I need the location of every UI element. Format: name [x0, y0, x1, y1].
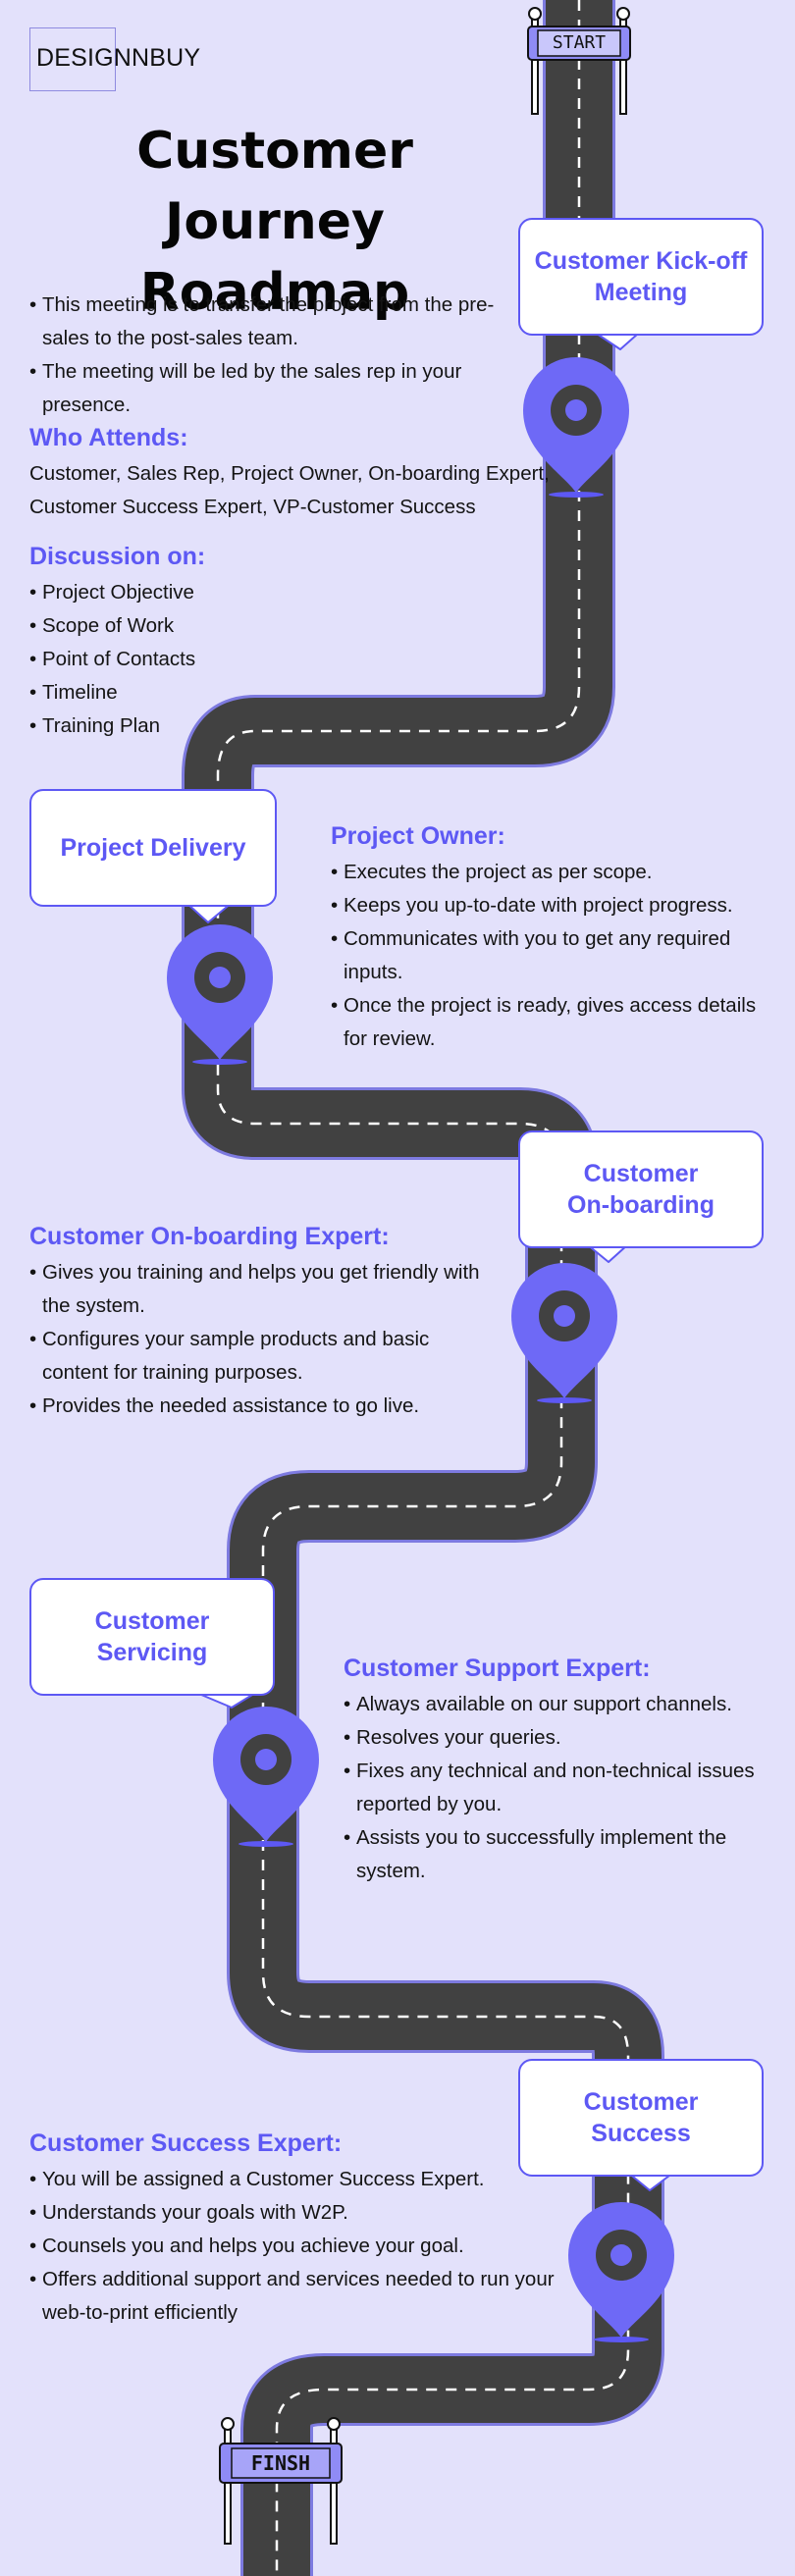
list-item: Understands your goals with W2P.	[29, 2196, 559, 2230]
support-expert-list: Always available on our support channels…	[344, 1688, 775, 1888]
project-owner-heading: Project Owner:	[331, 822, 505, 850]
map-pin-icon-2	[167, 924, 273, 1065]
stage-bubble-project-delivery: Project Delivery	[29, 789, 277, 907]
list-item: Timeline	[29, 676, 324, 710]
list-item: Provides the needed assistance to go liv…	[29, 1390, 481, 1423]
discussion-heading: Discussion on:	[29, 543, 206, 570]
brand-logo-text: DESIGNNBUY	[36, 44, 201, 72]
list-item: Scope of Work	[29, 609, 324, 643]
start-sign-label: START	[552, 32, 607, 53]
finish-sign-label: FINSH	[250, 2451, 311, 2475]
list-item: Gives you training and helps you get fri…	[29, 1256, 481, 1323]
brand-logo[interactable]: DESIGNNBUY	[29, 27, 200, 91]
list-item: This meeting is to transfer the project …	[29, 289, 530, 355]
list-item: Always available on our support channels…	[344, 1688, 775, 1721]
discussion-list: Project Objective Scope of Work Point of…	[29, 576, 324, 743]
list-item: Training Plan	[29, 710, 324, 743]
list-item: Resolves your queries.	[344, 1721, 775, 1755]
support-expert-heading: Customer Support Expert:	[344, 1655, 651, 1682]
start-sign-icon	[527, 7, 631, 115]
onboarding-expert-heading: Customer On-boarding Expert:	[29, 1223, 390, 1250]
onboarding-expert-list: Gives you training and helps you get fri…	[29, 1256, 481, 1423]
finish-sign-icon	[219, 2417, 343, 2545]
map-pin-icon-1	[523, 357, 629, 498]
who-attends-heading: Who Attends:	[29, 424, 188, 451]
kickoff-intro-list: This meeting is to transfer the project …	[29, 289, 530, 422]
road-center-line	[216, 0, 630, 2576]
list-item: Project Objective	[29, 576, 324, 609]
who-attends-text: Customer, Sales Rep, Project Owner, On-b…	[29, 462, 550, 518]
project-owner-list: Executes the project as per scope. Keeps…	[331, 856, 772, 1056]
list-item: Configures your sample products and basi…	[29, 1323, 481, 1390]
map-pin-icon-5	[568, 2202, 674, 2342]
list-item: You will be assigned a Customer Success …	[29, 2163, 559, 2196]
list-item: Keeps you up-to-date with project progre…	[331, 889, 772, 922]
list-item: Point of Contacts	[29, 643, 324, 676]
list-item: Offers additional support and services n…	[29, 2263, 559, 2330]
map-pin-icon-3	[511, 1263, 617, 1403]
list-item: The meeting will be led by the sales rep…	[29, 355, 530, 422]
list-item: Assists you to successfully implement th…	[344, 1821, 775, 1888]
success-expert-list: You will be assigned a Customer Success …	[29, 2163, 559, 2330]
list-item: Counsels you and helps you achieve your …	[29, 2230, 559, 2263]
list-item: Communicates with you to get any require…	[331, 922, 772, 989]
success-expert-heading: Customer Success Expert:	[29, 2129, 343, 2157]
list-item: Executes the project as per scope.	[331, 856, 772, 889]
list-item: Once the project is ready, gives access …	[331, 989, 772, 1056]
map-pin-icon-4	[213, 1707, 319, 1847]
list-item: Fixes any technical and non-technical is…	[344, 1755, 775, 1821]
